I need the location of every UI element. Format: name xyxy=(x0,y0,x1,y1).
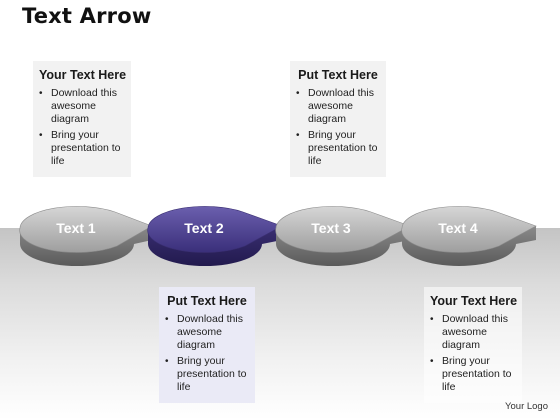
logo-text: Your Logo xyxy=(505,401,548,412)
note-3-bullets: Download this awesome diagram Bring your… xyxy=(165,313,249,394)
note-2-title: Put Text Here xyxy=(298,68,378,82)
note-1-bullet-2: Bring your presentation to life xyxy=(39,129,125,168)
note-4-bullet-2: Bring your presentation to life xyxy=(430,355,516,394)
note-4-title: Your Text Here xyxy=(430,294,518,308)
note-3-bullet-1: Download this awesome diagram xyxy=(165,313,249,352)
note-3-title: Put Text Here xyxy=(167,294,247,308)
arrow-step-3: Text 3 xyxy=(275,206,411,266)
note-4-bullet-1: Download this awesome diagram xyxy=(430,313,516,352)
note-2-bullet-2: Bring your presentation to life xyxy=(296,129,380,168)
note-2-bullets: Download this awesome diagram Bring your… xyxy=(296,87,380,168)
arrow-step-4: Text 4 xyxy=(401,206,537,266)
step-1-label: Text 1 xyxy=(56,220,96,236)
arrow-step-1: Text 1 xyxy=(19,206,153,266)
note-1-title: Your Text Here xyxy=(39,68,127,82)
note-2-bullet-1: Download this awesome diagram xyxy=(296,87,380,126)
step-3-label: Text 3 xyxy=(311,220,351,236)
step-2-label: Text 2 xyxy=(184,220,224,236)
note-1-bullets: Download this awesome diagram Bring your… xyxy=(39,87,125,168)
arrow-step-2: Text 2 xyxy=(147,206,283,266)
step-4-label: Text 4 xyxy=(438,220,478,236)
note-4: Your Text Here Download this awesome dia… xyxy=(424,287,522,403)
note-1: Your Text Here Download this awesome dia… xyxy=(33,61,131,177)
slide-title: Text Arrow xyxy=(22,4,152,28)
note-4-bullets: Download this awesome diagram Bring your… xyxy=(430,313,516,394)
note-3: Put Text Here Download this awesome diag… xyxy=(159,287,255,403)
note-2: Put Text Here Download this awesome diag… xyxy=(290,61,386,177)
note-3-bullet-2: Bring your presentation to life xyxy=(165,355,249,394)
note-1-bullet-1: Download this awesome diagram xyxy=(39,87,125,126)
